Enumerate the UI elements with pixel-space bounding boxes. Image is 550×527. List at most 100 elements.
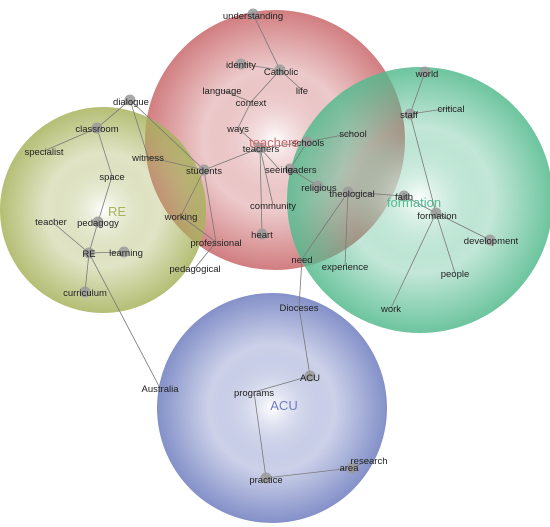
- node-curriculum: [79, 286, 91, 298]
- concept-programs: programs: [234, 388, 274, 399]
- link-teachers-students: [203, 147, 261, 171]
- concept-schools: schools: [292, 138, 324, 149]
- concept-theological: theological: [329, 189, 374, 200]
- link-practice-area: [265, 467, 353, 479]
- link-dialogue-students: [129, 99, 205, 171]
- link-students-professional: [203, 169, 217, 243]
- link-Catholic-context: [250, 69, 281, 103]
- concept-religious: religious: [301, 183, 337, 194]
- link-RE-learning: [88, 251, 125, 254]
- link-schools-school: [306, 132, 354, 143]
- link-Dioceses-ACU: [298, 306, 311, 377]
- link-working-professional: [180, 215, 217, 243]
- link-programs-practice: [253, 391, 267, 479]
- concept-community: community: [250, 201, 296, 212]
- concept-specialist: specialist: [24, 147, 63, 158]
- concept-work: work: [380, 304, 401, 315]
- concept-seeing: seeing: [265, 165, 293, 176]
- concept-staff: staff: [400, 110, 418, 121]
- concept-teacher: teacher: [35, 217, 67, 228]
- concept-life: life: [296, 86, 308, 97]
- node-catholic: [274, 64, 286, 76]
- link-formation-development: [435, 212, 491, 241]
- node-learning: [118, 246, 130, 258]
- node-pedagogy: [92, 216, 104, 228]
- concept-pedagogy: pedagogy: [77, 218, 119, 229]
- link-students-working: [180, 169, 205, 217]
- concept-formation: formation: [417, 211, 457, 222]
- node-practice: [260, 472, 272, 484]
- node-faith: [398, 190, 410, 202]
- concept-teachers: teachers: [243, 144, 280, 155]
- link-need-Dioceses: [298, 258, 303, 308]
- concept-working: working: [164, 212, 198, 223]
- concept-context: context: [236, 98, 267, 109]
- concept-dialogue: dialogue: [113, 97, 149, 108]
- node-world: [419, 66, 431, 78]
- node-re: [83, 247, 95, 259]
- link-understanding-Catholic: [252, 13, 281, 71]
- node-teachers: [254, 142, 266, 154]
- link-ACU-programs: [253, 375, 311, 393]
- link-staff-critical: [409, 107, 452, 115]
- link-teacher-RE: [50, 220, 90, 254]
- concept-critical: critical: [438, 104, 465, 115]
- theme-circle-acu: [157, 293, 387, 523]
- concept-re: RE: [82, 249, 95, 260]
- concept-understanding: understanding: [223, 11, 283, 22]
- link-theological-faith: [347, 191, 405, 197]
- link-space-pedagogy: [97, 175, 113, 223]
- node-leaders: [284, 163, 296, 175]
- link-dialogue-classroom: [96, 99, 131, 129]
- concept-heart: heart: [251, 230, 273, 241]
- link-teachers-heart: [259, 147, 263, 235]
- node-dialogue: [124, 94, 136, 106]
- node-religious: [312, 180, 324, 192]
- link-faith-formation: [403, 195, 437, 214]
- theme-label-acu: ACU: [270, 398, 297, 413]
- link-RE-curriculum: [84, 252, 90, 293]
- link-formation-work: [390, 212, 437, 309]
- concept-space: space: [99, 172, 124, 183]
- link-dialogue-witness: [129, 99, 149, 158]
- node-schools: [301, 136, 313, 148]
- theme-label-re: RE: [108, 204, 126, 219]
- link-theological-experience: [344, 191, 349, 267]
- concept-school: school: [339, 129, 366, 140]
- concept-people: people: [441, 269, 470, 280]
- concept-need: need: [291, 255, 312, 266]
- link-classroom-specialist: [43, 127, 98, 152]
- node-understanding: [247, 8, 259, 20]
- theme-circle-formation: [287, 67, 550, 333]
- link-staff-formation: [409, 113, 437, 214]
- link-professional-pedagogical: [194, 241, 217, 269]
- concept-leaders: leaders: [285, 165, 316, 176]
- node-area: [346, 462, 358, 474]
- link-teachers-schools: [259, 141, 308, 149]
- node-development: [484, 234, 496, 246]
- concept-pedagogical: pedagogical: [169, 264, 220, 275]
- concept-ways: ways: [226, 124, 249, 135]
- node-staff: [404, 108, 416, 120]
- concept-catholic: Catholic: [264, 67, 299, 78]
- concept-learning: learning: [109, 248, 143, 259]
- link-language-context: [221, 89, 252, 103]
- link-teachers-community: [259, 147, 274, 206]
- concept-students: students: [186, 166, 222, 177]
- link-staff-world: [409, 71, 426, 115]
- concept-research: research: [351, 456, 388, 467]
- node-acu: [304, 370, 316, 382]
- concept-dioceses: Dioceses: [279, 303, 318, 314]
- link-RE-Australia: [88, 252, 161, 389]
- concept-classroom: classroom: [75, 124, 118, 135]
- concept-world: world: [415, 69, 439, 80]
- concept-language: language: [202, 86, 241, 97]
- link-identity-Catholic: [240, 63, 281, 71]
- concept-australia: Australia: [142, 384, 180, 395]
- concept-witness: witness: [131, 153, 164, 164]
- concept-professional: professional: [190, 238, 241, 249]
- link-context-ways: [237, 101, 252, 129]
- theme-label-formation: formation: [387, 195, 441, 210]
- concept-development: development: [464, 236, 519, 247]
